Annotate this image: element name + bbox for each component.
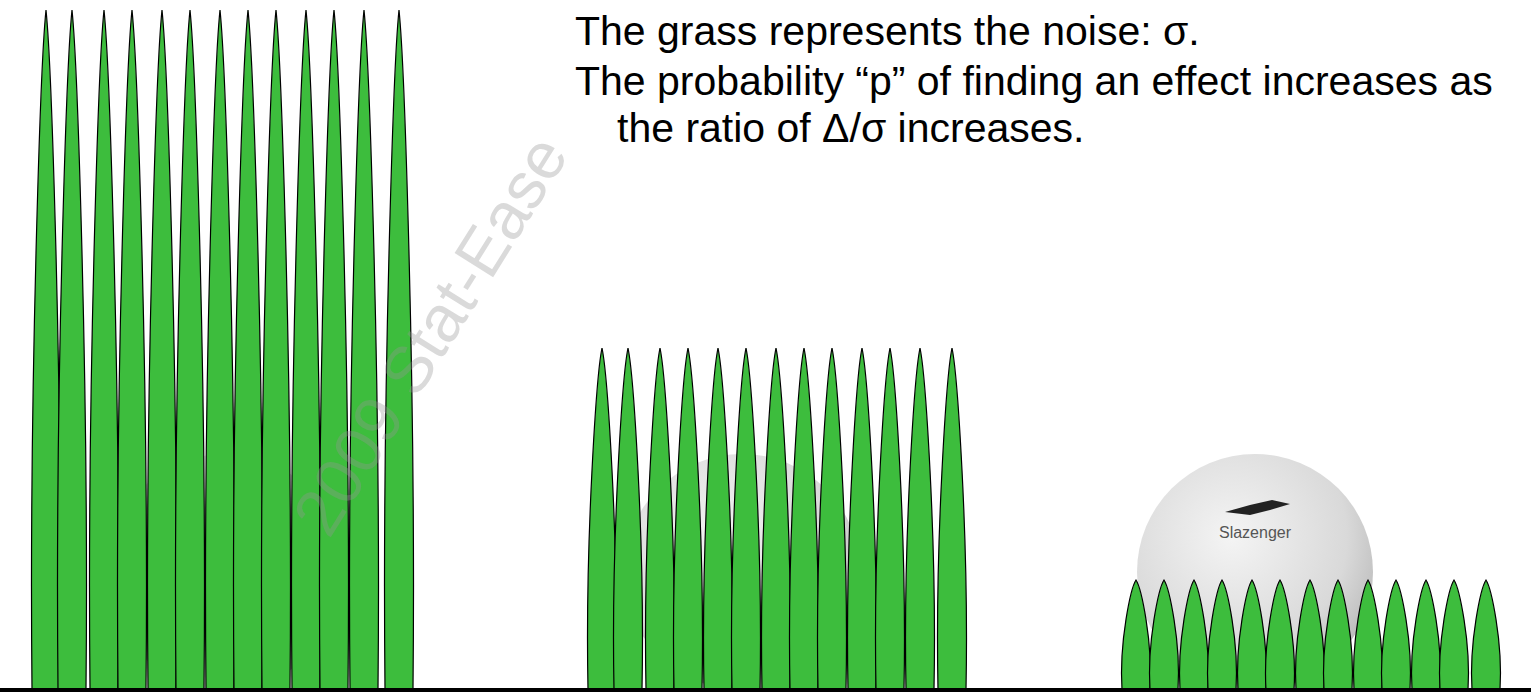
ball-logo-mark — [1225, 500, 1290, 515]
short-grass — [1122, 580, 1501, 690]
statement-text: The grass represents the noise: σ. — [575, 8, 1200, 55]
golf-ball — [1137, 454, 1373, 690]
tall-grass — [32, 10, 414, 690]
medium-grass — [588, 348, 967, 690]
ball-brand: Slazenger — [1185, 524, 1325, 542]
ground-line — [0, 688, 1531, 692]
statement-text: The probability “p” of finding an effect… — [575, 58, 1525, 152]
